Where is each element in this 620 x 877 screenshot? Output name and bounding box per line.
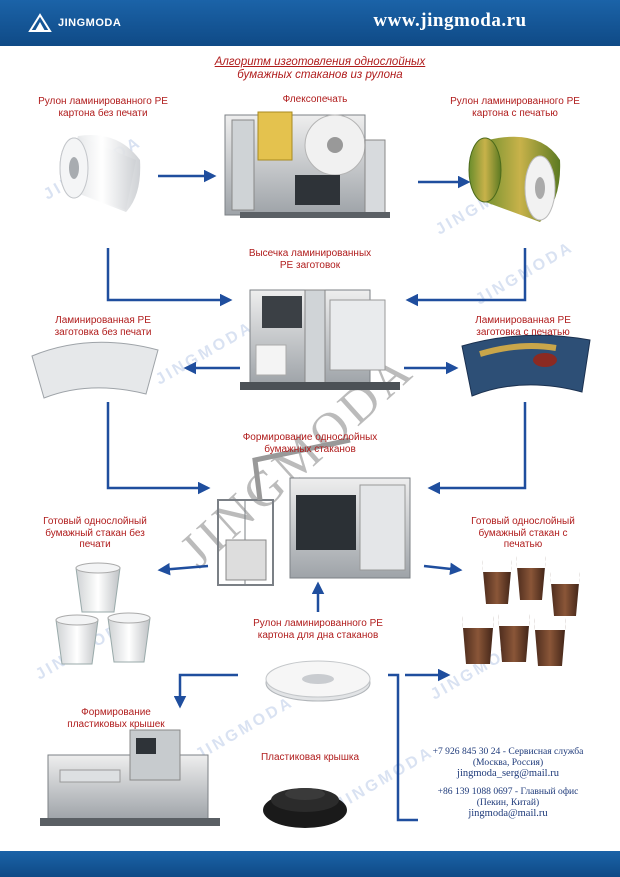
label-line: заготовка с печатью <box>476 326 570 338</box>
title-line-1: Алгоритм изготовления однослойных <box>214 56 426 68</box>
lid-machine-icon <box>40 729 220 826</box>
label-blank-plain: Ламинированная PE заготовка без печати <box>28 315 178 338</box>
label-line: бумажный стакан с <box>478 527 568 539</box>
cup-machine-icon <box>217 437 411 586</box>
contact-email[interactable]: jingmoda@mail.ru <box>468 808 548 819</box>
label-line: бумажных стаканов <box>264 443 356 455</box>
flexo-machine-icon <box>224 111 390 218</box>
brand-logo[interactable]: JINGMODA <box>28 10 121 36</box>
label-line: Рулон ламинированного PE <box>253 618 383 629</box>
label-cup-printed: Готовый однослойный бумажный стакан с пе… <box>448 516 598 551</box>
label-line: Высечка ламинированных <box>248 248 372 259</box>
contact-phone[interactable]: +7 926 845 30 24 - Сервисная служба <box>432 746 584 757</box>
label-line: Рулон ламинированного PE <box>38 96 168 107</box>
brand-name: JINGMODA <box>58 17 122 29</box>
footer-bar <box>0 851 620 877</box>
label-line: печати <box>79 539 111 550</box>
label-line: картона с печатью <box>472 107 558 119</box>
label-line: пластиковых крышек <box>67 718 165 730</box>
label-line: Рулон ламинированного PE <box>450 96 580 107</box>
label-line: Ламинированная PE <box>475 315 571 326</box>
contact-beijing: +86 139 1088 0697 - Главный офис (Пекин,… <box>408 786 608 819</box>
diecut-machine-icon <box>240 289 400 390</box>
contact-location: (Пекин, Китай) <box>476 797 540 808</box>
label-line: Ламинированная PE <box>55 315 151 326</box>
header-bar: JINGMODA www.jingmoda.ru <box>0 0 620 46</box>
label-line: печатью <box>503 539 543 550</box>
label-lid: Пластиковая крышка <box>240 752 380 764</box>
label-line: заготовка без печати <box>54 326 152 338</box>
title-line-2: бумажных стаканов из рулона <box>237 69 403 81</box>
label-roll-plain: Рулон ламинированного PE картона без печ… <box>18 96 188 119</box>
label-cup-plain: Готовый однослойный бумажный стакан без … <box>20 516 170 551</box>
contact-email[interactable]: jingmoda_serg@mail.ru <box>457 768 559 779</box>
label-line: Флексопечать <box>282 94 348 105</box>
label-line: Формирование однослойных <box>242 432 378 443</box>
label-line: PE заготовок <box>279 259 341 271</box>
printed-roll-icon <box>468 136 561 222</box>
plain-cups-icon <box>55 562 151 665</box>
label-line: картона для дна стаканов <box>257 629 379 641</box>
blank-icon <box>31 341 159 399</box>
label-line: бумажный стакан без <box>45 527 145 539</box>
printed-cups-icon <box>462 556 580 666</box>
flow-arrows <box>106 169 527 822</box>
logo-icon <box>28 13 52 32</box>
contact-phone[interactable]: +86 139 1088 0697 - Главный офис <box>437 786 579 797</box>
label-bottom-roll: Рулон ламинированного PE картона для дна… <box>230 618 406 641</box>
paper-roll-icon <box>59 135 141 212</box>
label-roll-printed: Рулон ламинированного PE картона с печат… <box>430 96 600 119</box>
label-blank-printed: Ламинированная PE заготовка с печатью <box>448 315 598 338</box>
diagram-title: Алгоритм изготовления однослойных бумажн… <box>160 56 480 82</box>
contact-moscow: +7 926 845 30 24 - Сервисная служба (Мос… <box>408 746 608 779</box>
label-line: Готовый однослойный <box>43 516 147 527</box>
lid-icon <box>263 788 347 828</box>
label-line: картона без печати <box>58 107 148 119</box>
printed-blank-icon <box>461 334 591 397</box>
label-flexo: Флексопечать <box>255 94 375 106</box>
label-line: Готовый однослойный <box>471 516 575 527</box>
label-line: Пластиковая крышка <box>260 752 360 763</box>
contact-location: (Москва, Россия) <box>472 757 544 768</box>
site-url[interactable]: www.jingmoda.ru <box>373 10 527 31</box>
label-diecut: Высечка ламинированных PE заготовок <box>225 248 395 271</box>
bottom-roll-icon <box>265 660 371 702</box>
label-forming: Формирование однослойных бумажных стакан… <box>222 432 398 455</box>
label-line: Формирование <box>81 707 151 718</box>
label-lid-forming: Формирование пластиковых крышек <box>46 707 186 730</box>
